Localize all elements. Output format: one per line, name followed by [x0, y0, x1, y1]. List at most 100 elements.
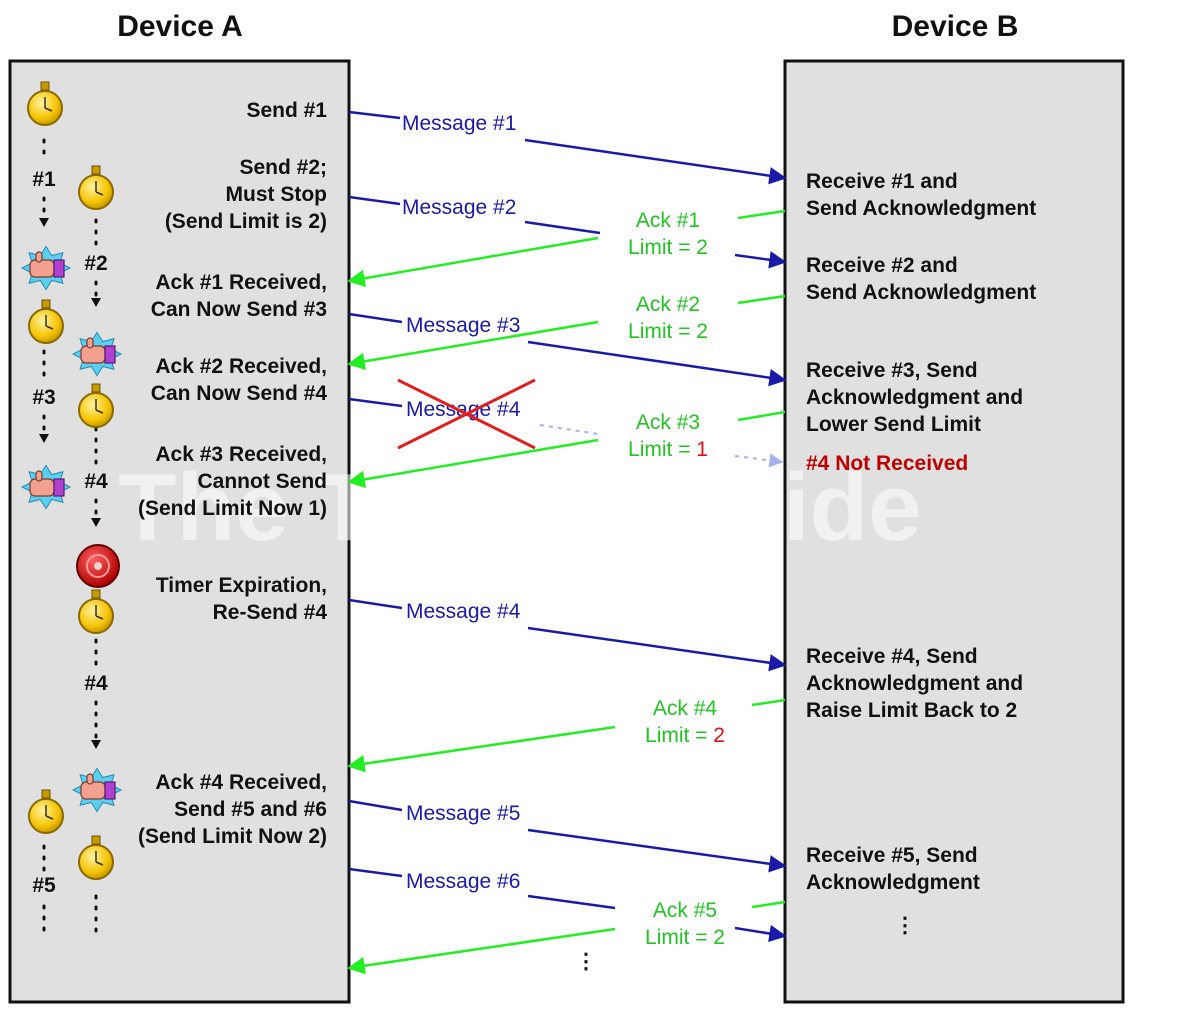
- ack-limit-label: Limit = 2: [628, 236, 708, 259]
- ack-label: Ack #5: [653, 899, 717, 922]
- device-a-event-line: Must Stop: [226, 183, 327, 206]
- device-b-event-line: Receive #4, Send: [806, 645, 978, 668]
- ack-limit-text: Limit =: [628, 320, 696, 343]
- hand-icon: [20, 245, 72, 291]
- ack-limit-label: Limit = 1: [628, 438, 708, 461]
- device-b-event-line: #4 Not Received: [806, 452, 968, 475]
- ack-arrow-tail: [737, 209, 786, 220]
- message-arrow-tail: [348, 799, 403, 812]
- device-a-event-line: Ack #3 Received,: [155, 443, 327, 466]
- sequence-label: #2: [84, 252, 107, 275]
- ack-arrow: [347, 236, 599, 287]
- device-a-event-line: Re-Send #4: [213, 601, 328, 624]
- device-a-event-line: Timer Expiration,: [156, 574, 327, 597]
- message-label: Message #1: [402, 112, 516, 135]
- message-arrow-tail: [348, 867, 403, 878]
- lost-message-path: [539, 424, 599, 435]
- stopwatch-icon: [27, 81, 63, 126]
- stopwatch-icon: [28, 299, 64, 344]
- device-b-panel: [783, 59, 1125, 1004]
- message-arrow: [734, 251, 787, 269]
- device-b-event-line: Lower Send Limit: [806, 413, 981, 436]
- device-b-event-line: Receive #2 and: [806, 254, 958, 277]
- ack-arrow: [347, 320, 599, 371]
- device-a-event-line: Ack #1 Received,: [155, 271, 327, 294]
- device-a-title: Device A: [117, 10, 243, 43]
- ack-limit-text: Limit =: [628, 438, 696, 461]
- message-label: Message #3: [406, 314, 520, 337]
- icon-layer: [20, 81, 536, 880]
- stopwatch-icon: [78, 383, 114, 428]
- device-a-panel: [8, 59, 351, 1004]
- message-label: Message #4: [406, 600, 521, 623]
- device-a-event-line: Cannot Send: [198, 470, 328, 493]
- message-label: Message #6: [406, 870, 520, 893]
- device-a-event-line: (Send Limit is 2): [165, 210, 327, 233]
- ack-limit-text: Limit =: [628, 236, 696, 259]
- message-arrow-tail: [348, 397, 403, 408]
- device-a-event-line: (Send Limit Now 2): [138, 825, 327, 848]
- device-a-event-line: Ack #2 Received,: [155, 355, 327, 378]
- ellipsis-left: ⋮: [576, 950, 597, 973]
- stopwatch-icon: [78, 835, 114, 880]
- timeline-arrow: [91, 740, 101, 749]
- device-a-event-line: Send #5 and #6: [174, 798, 327, 821]
- sequence-label: #4: [84, 470, 108, 493]
- message-arrow: [734, 924, 787, 943]
- message-arrow: [524, 138, 787, 185]
- message-label: Message #5: [406, 802, 520, 825]
- sequence-label: #4: [84, 672, 108, 695]
- stopwatch-icon: [78, 589, 114, 634]
- ack-limit-label: Limit = 2: [645, 926, 725, 949]
- ack-label: Ack #1: [636, 209, 700, 232]
- device-a-event-line: Send #1: [246, 99, 327, 122]
- device-a-event-line: Send #2;: [239, 156, 327, 179]
- message-arrow: [527, 626, 787, 672]
- device-b-event-line: Raise Limit Back to 2: [806, 699, 1017, 722]
- ack-arrow-tail: [737, 294, 786, 305]
- device-b-event-line: Acknowledgment and: [806, 386, 1023, 409]
- timeline-arrow: [39, 434, 49, 443]
- device-b-event-line: Acknowledgment and: [806, 672, 1023, 695]
- ack-arrow: [347, 927, 616, 975]
- ack-arrow-tail: [737, 410, 786, 422]
- message-arrow-tail: [348, 312, 403, 324]
- message-arrow: [527, 340, 787, 387]
- red-x-icon: [397, 378, 536, 450]
- device-b-event-line: Send Acknowledgment: [806, 197, 1036, 220]
- device-b-title: Device B: [892, 10, 1019, 43]
- device-b-event-line: Acknowledgment: [806, 871, 980, 894]
- message-arrow: [524, 220, 601, 235]
- watermark: The TCP/IP Guide: [118, 454, 922, 561]
- ack-limit-text: Limit =: [645, 926, 713, 949]
- message-arrow-tail: [348, 598, 403, 610]
- ack-label: Ack #4: [653, 697, 718, 720]
- ack-limit-value: 1: [696, 438, 708, 461]
- message-label: Message #2: [402, 196, 516, 219]
- ellipsis-right: ⋮: [895, 914, 916, 937]
- device-b-event-line: Receive #5, Send: [806, 844, 978, 867]
- ack-arrow-tail: [751, 698, 786, 707]
- device-a-event-line: Can Now Send #3: [151, 298, 327, 321]
- ack-limit-text: Limit =: [645, 724, 713, 747]
- ack-limit-value: 2: [696, 320, 708, 343]
- ack-arrow-tail: [751, 900, 786, 909]
- device-a-event-line: Can Now Send #4: [151, 382, 328, 405]
- timeline-arrow: [91, 298, 101, 307]
- lost-message-path: [734, 453, 784, 468]
- message-label: Message #4: [406, 398, 521, 421]
- alarm-icon: [76, 544, 120, 588]
- timeline-arrow: [39, 218, 49, 227]
- device-b-event-line: Receive #1 and: [806, 170, 958, 193]
- timeline-arrow: [91, 518, 101, 527]
- device-b-event-line: Send Acknowledgment: [806, 281, 1036, 304]
- message-arrow: [527, 894, 616, 910]
- sequence-label: #1: [32, 168, 56, 191]
- ack-arrow: [347, 438, 599, 489]
- ack-limit-label: Limit = 2: [645, 724, 725, 747]
- stopwatch-icon: [28, 789, 64, 834]
- device-b-event-line: Receive #3, Send: [806, 359, 978, 382]
- label-layer: Send #1 Send #2; Must Stop (Send Limit is 2…: [32, 99, 1036, 973]
- message-arrow-tail: [348, 110, 401, 120]
